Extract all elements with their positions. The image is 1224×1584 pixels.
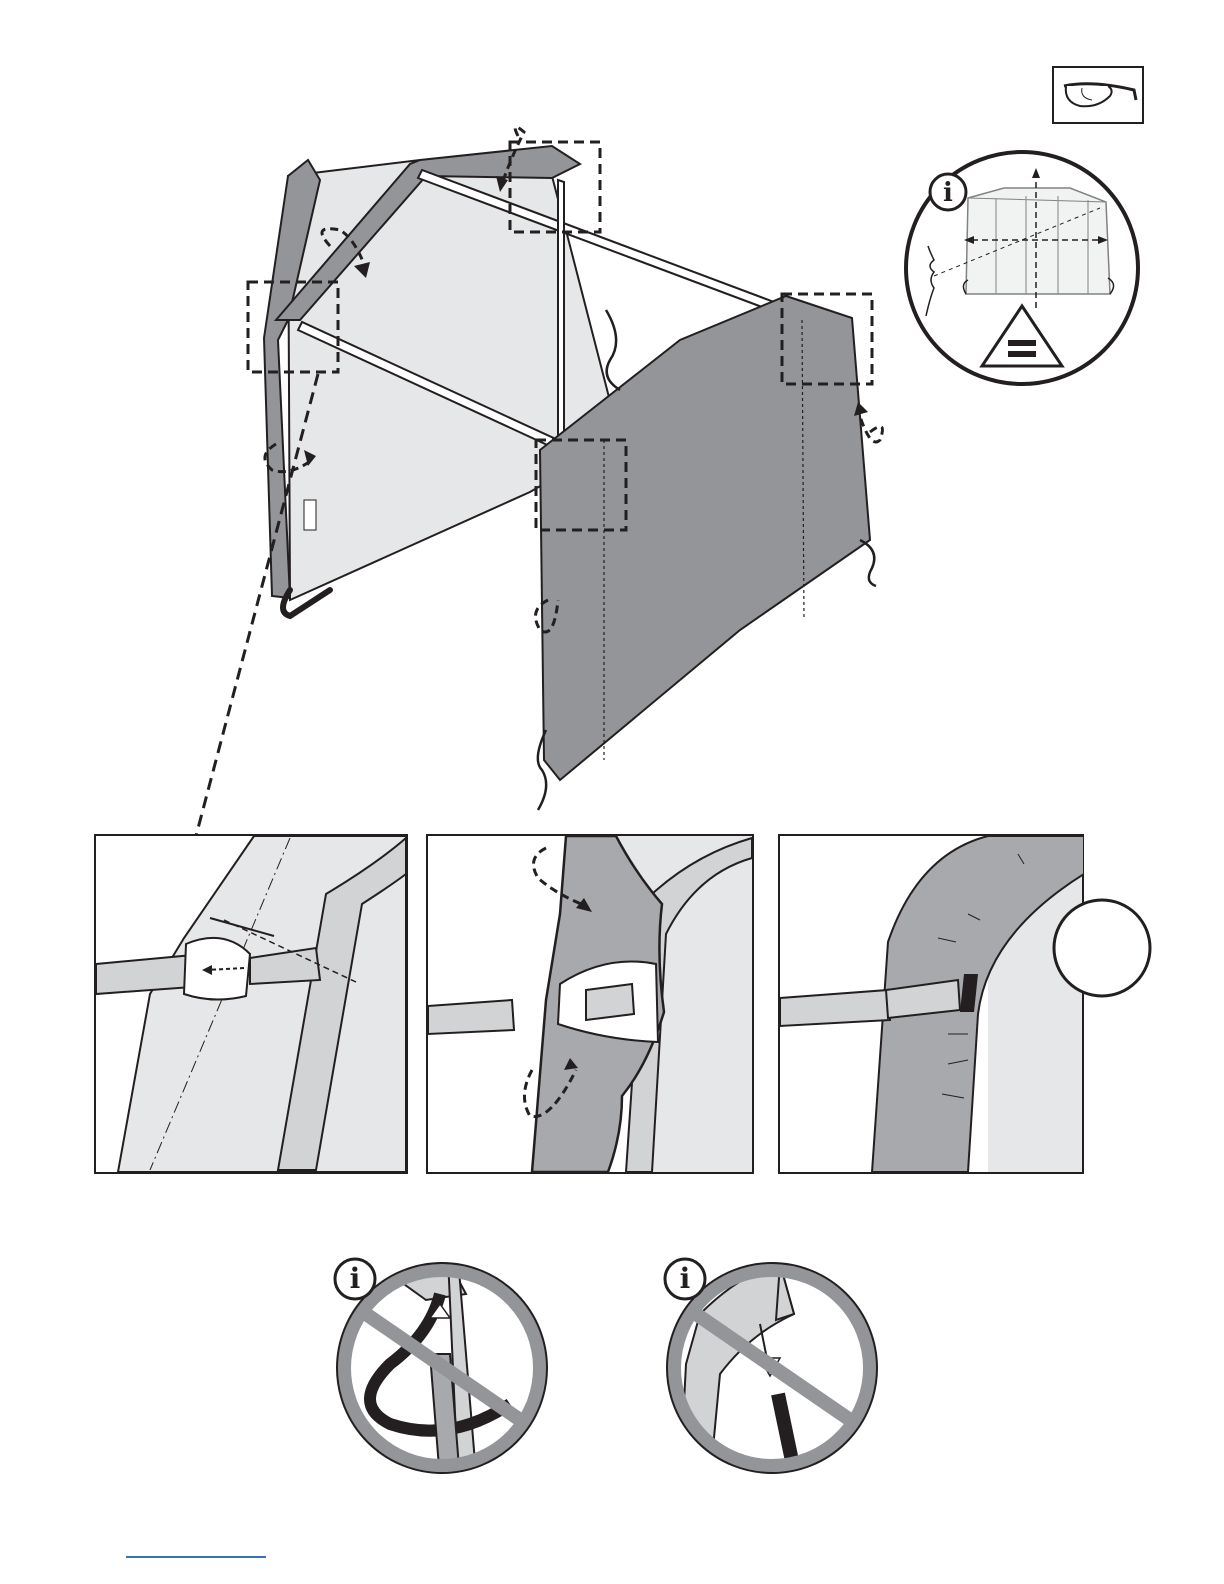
- info-icon: i: [928, 172, 968, 212]
- wrong-example-2: i: [660, 1254, 886, 1480]
- safety-glasses-icon: [1052, 66, 1144, 124]
- info-icon: i: [332, 1256, 378, 1302]
- info-tip-circle: i: [900, 148, 1144, 388]
- footer-rule: [126, 1556, 266, 1558]
- detail-panel-1: [94, 834, 408, 1174]
- info-badge-label: i: [350, 1262, 361, 1295]
- tent-miniature: [963, 188, 1113, 294]
- detail-panel-3: [778, 834, 1084, 1174]
- info-badge-label: i: [943, 178, 953, 208]
- info-icon: i: [662, 1256, 708, 1302]
- wrong-example-1: i: [330, 1254, 556, 1480]
- info-badge-label: i: [680, 1262, 691, 1295]
- detail-leader-line: [190, 370, 330, 840]
- detail-panel-2: [426, 834, 754, 1174]
- safety-glasses-box: [1052, 66, 1144, 124]
- empty-step-circle: [1050, 896, 1154, 1000]
